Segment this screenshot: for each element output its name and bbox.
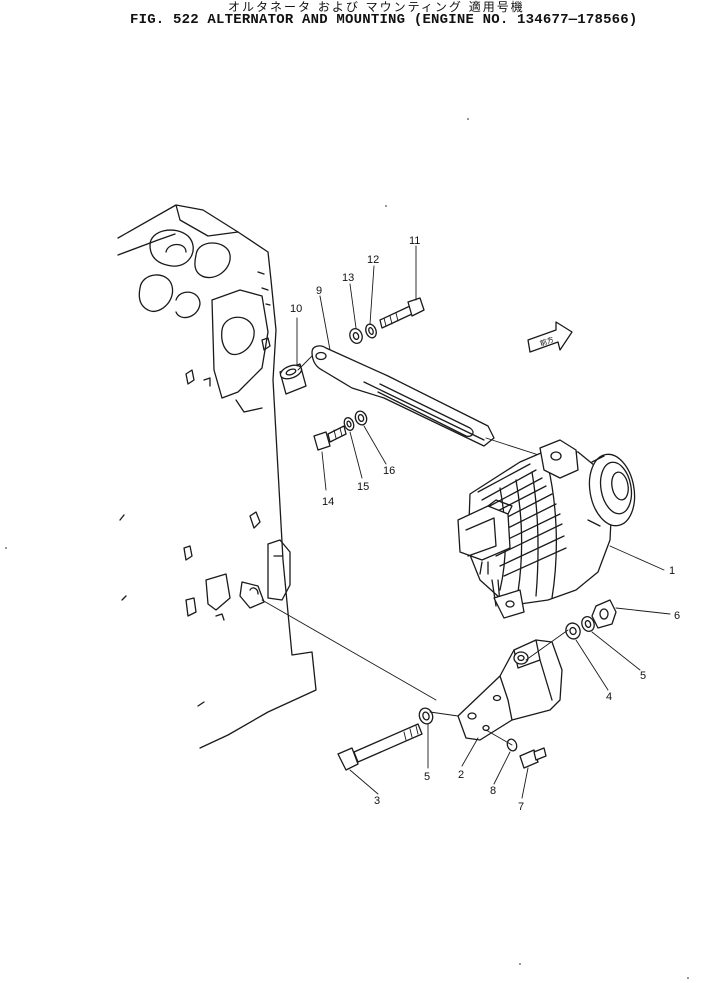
assembly-lines [261, 355, 569, 746]
lock-washer-part-12 [365, 323, 377, 339]
adjusting-bar-part-9 [311, 345, 549, 459]
front-direction-arrow-icon: 前方 [527, 321, 573, 353]
washer-part-13 [349, 328, 363, 344]
callout-6: 6 [674, 610, 680, 622]
lock-washer-part-5-lower [418, 707, 434, 725]
figure-title: FIG. 522 ALTERNATOR AND MOUNTING (ENGINE… [130, 12, 638, 28]
callout-12: 12 [367, 254, 379, 266]
lock-washer-part-15 [343, 417, 355, 431]
callout-11: 11 [409, 235, 420, 247]
callout-1: 1 [669, 565, 675, 577]
washer-part-4 [565, 622, 581, 640]
callout-5-upper: 5 [640, 670, 646, 682]
callout-13: 13 [342, 272, 354, 284]
bracket-part-2 [457, 639, 563, 741]
callout-3: 3 [374, 795, 380, 807]
engine-block [117, 204, 317, 749]
alternator-part-1 [457, 439, 665, 619]
lock-washer-part-5-upper [581, 616, 595, 632]
callout-labels: 1 2 3 4 5 5 6 7 8 9 10 11 12 13 14 15 16 [290, 235, 680, 813]
callout-5-lower: 5 [424, 771, 430, 783]
callout-2: 2 [458, 769, 464, 781]
bolt-part-14 [313, 425, 347, 451]
callout-16: 16 [383, 465, 395, 477]
callout-10: 10 [290, 303, 302, 315]
callout-7: 7 [518, 801, 524, 813]
callout-4: 4 [606, 691, 612, 703]
bolt-part-7 [519, 747, 547, 769]
bolt-part-11 [379, 297, 425, 329]
print-specks [5, 118, 689, 979]
callout-14: 14 [322, 496, 334, 508]
figure-header: オルタネータ および マウンティング 適用号機 FIG. 522 ALTERNA… [0, 0, 701, 34]
callout-9: 9 [316, 285, 322, 297]
spacer-part-10 [279, 363, 307, 395]
callout-15: 15 [357, 481, 369, 493]
washer-part-16 [354, 410, 368, 426]
nut-part-6 [591, 599, 617, 629]
leader-lines [296, 245, 671, 799]
japanese-title: オルタネータ および マウンティング 適用号機 [228, 0, 525, 14]
long-bolt-part-3 [337, 723, 423, 771]
callout-8: 8 [490, 785, 496, 797]
